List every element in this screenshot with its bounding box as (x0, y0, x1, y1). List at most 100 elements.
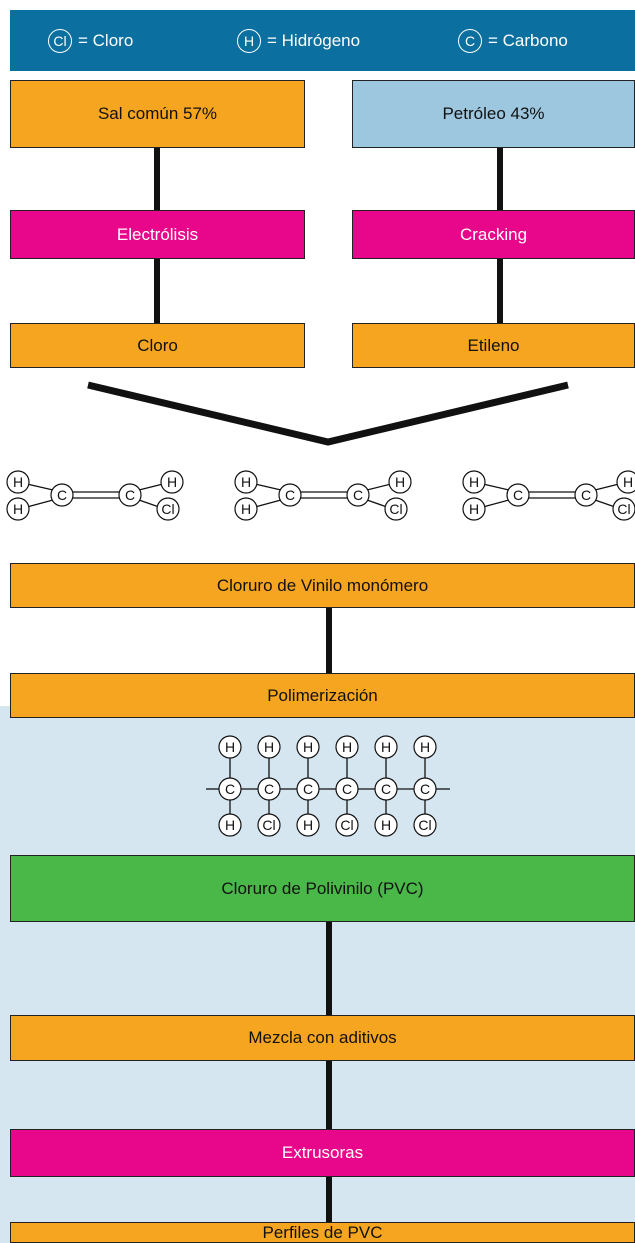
salt-source-box: Sal común 57% (10, 80, 305, 148)
hydrogen-atom-icon: H (374, 735, 398, 759)
legend-hydrogen-label: = Hidrógeno (267, 30, 361, 50)
hydrogen-atom-icon: H (234, 470, 258, 494)
svg-text:H: H (381, 817, 391, 833)
svg-text:C: C (342, 781, 352, 797)
ethylene-box: Etileno (352, 323, 635, 368)
carbon-atom-icon: C (218, 777, 242, 801)
svg-text:C: C (581, 487, 591, 503)
chlorine-atom-icon: Cl (48, 28, 72, 53)
svg-text:C: C (513, 487, 523, 503)
svg-text:H: H (623, 474, 633, 490)
svg-text:H: H (241, 501, 251, 517)
carbon-atom-icon: C (346, 483, 370, 507)
legend-chlorine: Cl = Cloro (48, 10, 133, 71)
oil-to-cracking-line (497, 148, 503, 210)
legend-chlorine-label: = Cloro (78, 30, 134, 50)
carbon-atom-icon: C (278, 483, 302, 507)
extruders-to-profiles-line (326, 1177, 332, 1222)
hydrogen-atom-icon: H (413, 735, 437, 759)
svg-text:C: C (420, 781, 430, 797)
chlorine-box: Cloro (10, 323, 305, 368)
pvc-profiles-box: Perfiles de PVC (10, 1222, 635, 1243)
carbon-atom-icon: C (374, 777, 398, 801)
carbon-atom-icon: C (458, 28, 482, 53)
svg-text:Cl: Cl (161, 501, 174, 517)
svg-text:C: C (381, 781, 391, 797)
chlorine-atom-icon: Cl (612, 497, 635, 521)
pvc-to-additives-line (326, 922, 332, 1015)
svg-text:C: C (285, 487, 295, 503)
legend-carbon-label: = Carbono (488, 30, 568, 50)
svg-text:H: H (469, 474, 479, 490)
hydrogen-atom-icon: H (6, 497, 30, 521)
hydrogen-atom-icon: H (6, 470, 30, 494)
svg-text:C: C (303, 781, 313, 797)
carbon-atom-icon: C (257, 777, 281, 801)
svg-text:Cl: Cl (418, 817, 431, 833)
hydrogen-atom-icon: H (296, 813, 320, 837)
svg-text:H: H (381, 739, 391, 755)
salt-to-electrolysis-line (154, 148, 160, 210)
hydrogen-atom-icon: H (462, 470, 486, 494)
hydrogen-atom-icon: H (374, 813, 398, 837)
svg-text:H: H (264, 739, 274, 755)
svg-text:H: H (225, 817, 235, 833)
hydrogen-atom-icon: H (257, 735, 281, 759)
extruders-box: Extrusoras (10, 1129, 635, 1177)
svg-text:Cl: Cl (617, 501, 630, 517)
carbon-atom-icon: C (335, 777, 359, 801)
svg-text:H: H (225, 739, 235, 755)
legend-bar: Cl = Cloro H = Hidrógeno C = Carbono (10, 10, 635, 71)
svg-text:H: H (395, 474, 405, 490)
svg-text:Cl: Cl (389, 501, 402, 517)
svg-text:H: H (420, 739, 430, 755)
chlorine-atom-icon: Cl (335, 813, 359, 837)
svg-text:H: H (13, 474, 23, 490)
carbon-atom-icon: C (413, 777, 437, 801)
cracking-to-ethylene-line (497, 259, 503, 323)
carbon-atom-icon: C (574, 483, 598, 507)
svg-text:H: H (469, 501, 479, 517)
hydrogen-atom-icon: H (462, 497, 486, 521)
legend-hydrogen: H = Hidrógeno (237, 10, 360, 71)
additives-box: Mezcla con aditivos (10, 1015, 635, 1061)
svg-text:C: C (57, 487, 67, 503)
pvc-box: Cloruro de Polivinilo (PVC) (10, 855, 635, 922)
svg-text:H: H (303, 817, 313, 833)
svg-text:C: C (264, 781, 274, 797)
hydrogen-atom-icon: H (335, 735, 359, 759)
svg-text:H: H (241, 474, 251, 490)
svg-text:Cl: Cl (340, 817, 353, 833)
carbon-atom-icon: C (506, 483, 530, 507)
legend-carbon: C = Carbono (458, 10, 568, 71)
polymerization-box: Polimerización (10, 673, 635, 718)
svg-text:H: H (167, 474, 177, 490)
svg-text:H: H (13, 501, 23, 517)
svg-text:C: C (353, 487, 363, 503)
svg-text:H: H (342, 739, 352, 755)
cracking-box: Cracking (352, 210, 635, 259)
chlorine-atom-icon: Cl (384, 497, 408, 521)
svg-text:H: H (303, 739, 313, 755)
hydrogen-atom-icon: H (218, 735, 242, 759)
hydrogen-atom-icon: H (160, 470, 184, 494)
chlorine-atom-icon: Cl (413, 813, 437, 837)
carbon-atom-icon: C (50, 483, 74, 507)
additives-to-extruders-line (326, 1061, 332, 1129)
hydrogen-atom-icon: H (616, 470, 635, 494)
hydrogen-atom-icon: H (296, 735, 320, 759)
hydrogen-atom-icon: H (388, 470, 412, 494)
svg-text:C: C (125, 487, 135, 503)
chlorine-atom-icon: Cl (257, 813, 281, 837)
carbon-atom-icon: C (296, 777, 320, 801)
electrolysis-box: Electrólisis (10, 210, 305, 259)
hydrogen-atom-icon: H (218, 813, 242, 837)
svg-text:Cl: Cl (262, 817, 275, 833)
monomer-box: Cloruro de Vinilo monómero (10, 563, 635, 608)
